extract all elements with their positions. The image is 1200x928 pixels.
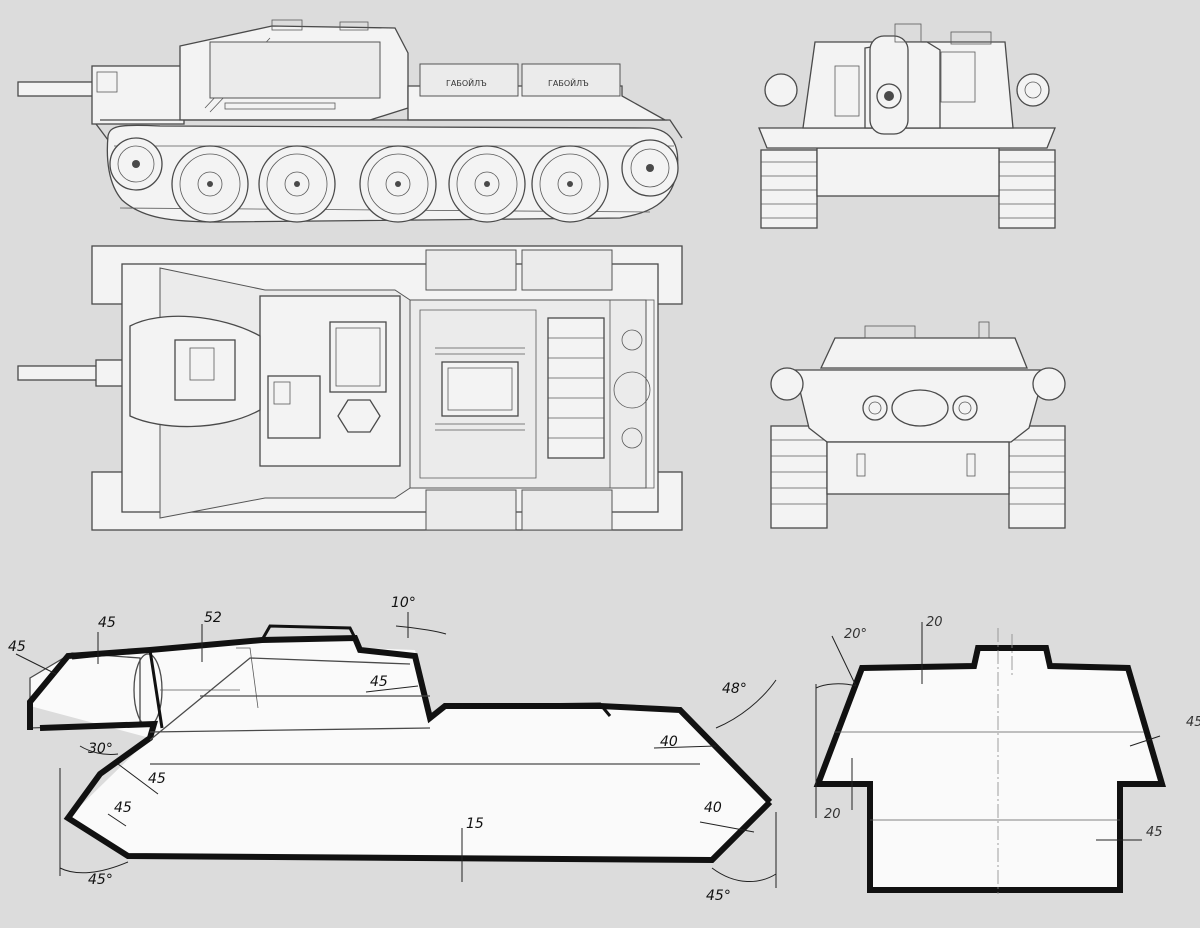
svg-text:45: 45 [114, 800, 132, 816]
dim-rear-lower: 40 [699, 800, 755, 833]
dim-side-upper: 45 [1129, 715, 1200, 747]
dim-mantlet-top: 45 [97, 615, 116, 664]
dim-sponson: 45 [117, 763, 166, 795]
svg-text:15: 15 [466, 816, 484, 832]
dim-hull-side: 45 [1096, 825, 1163, 841]
svg-text:45: 45 [98, 615, 116, 631]
front-left-track [760, 149, 818, 229]
svg-text:40: 40 [660, 734, 678, 750]
svg-text:52: 52 [204, 610, 222, 626]
right-exhaust [952, 395, 978, 421]
dim-gun-mantlet-front: 45 [8, 639, 57, 675]
radiator-grille [547, 317, 605, 459]
dim-floor: 15 [461, 816, 484, 882]
right-headlight [1016, 73, 1050, 107]
dim-front-upper: 45 [107, 800, 132, 827]
stowage-box-label-1: ГАБОЙЛЪ [446, 77, 487, 88]
dim-sponson-angle: 30° [79, 741, 119, 757]
dim-front-lower-angle: 45° [59, 768, 129, 888]
svg-text:45: 45 [148, 771, 166, 787]
svg-text:45°: 45° [706, 888, 731, 904]
dim-superstructure-top: 52 [201, 610, 222, 662]
commander-hatch [329, 321, 387, 393]
svg-text:30°: 30° [88, 741, 113, 757]
svg-text:45: 45 [1146, 825, 1163, 840]
gun-mantlet [91, 65, 185, 125]
armor-outline-lower [39, 720, 773, 864]
svg-text:20°: 20° [844, 627, 867, 642]
cross-section-outline [813, 645, 1167, 893]
dim-hull-side-clear: 20 [824, 758, 853, 822]
dim-rear-upper-angle: 48° [715, 679, 777, 729]
dim-roof: 20 [921, 615, 943, 684]
front-view [758, 23, 1056, 229]
svg-text:45: 45 [8, 639, 26, 655]
rear-right-track [1008, 425, 1066, 529]
svg-text:45: 45 [1186, 715, 1200, 730]
svg-text:20: 20 [824, 807, 841, 822]
left-headlight [764, 73, 798, 107]
side-view: ГАБОЙЛЪ ГАБОЙЛЪ [17, 19, 683, 223]
transmission-access [891, 389, 949, 427]
road-wheels [171, 145, 609, 223]
svg-text:48°: 48° [722, 681, 747, 697]
fender [100, 119, 683, 139]
engine-access-hatch [441, 361, 519, 417]
gun-barrel [17, 81, 99, 97]
svg-text:45: 45 [370, 674, 388, 690]
svg-text:10°: 10° [391, 595, 416, 611]
dim-side-angle: 20° [815, 627, 867, 818]
rear-left-track [770, 425, 828, 529]
dim-roof-angle: 10° [391, 595, 447, 638]
svg-text:20: 20 [926, 615, 943, 630]
dim-rear-upper: 40 [653, 734, 717, 750]
svg-text:40: 40 [704, 800, 722, 816]
rear-casemate [819, 337, 1028, 369]
stowage-box-1 [419, 63, 519, 97]
top-gun-barrel [17, 365, 101, 381]
armor-cross-section: 20° 20 45 20 45 [813, 615, 1200, 894]
dim-rear-superstructure: 45 [365, 674, 419, 693]
rear-view [770, 321, 1066, 529]
stowage-box-label-2: ГАБОЙЛЪ [548, 77, 589, 88]
dim-rear-lower-angle: 45° [706, 812, 777, 904]
armor-side-section: 45 45 52 10° 45 48° 40 30° 45 45 [8, 595, 777, 904]
svg-text:45°: 45° [88, 872, 113, 888]
stowage-box-2 [521, 63, 621, 97]
top-view [17, 245, 683, 531]
left-exhaust [862, 395, 888, 421]
